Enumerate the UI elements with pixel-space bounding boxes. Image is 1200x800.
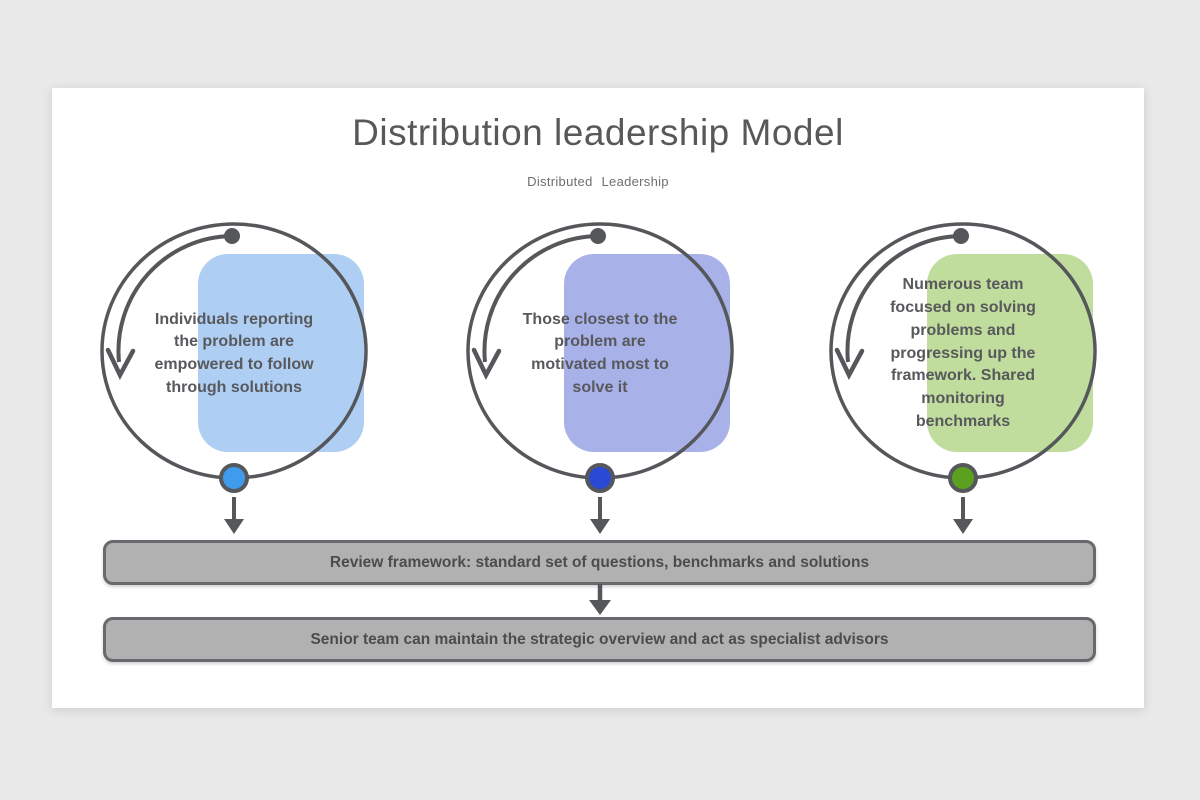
down-arrow-icon (953, 519, 973, 534)
stage-circle-graphic (100, 222, 368, 534)
cycle-arrowhead-icon (471, 347, 502, 380)
stage-marker-dot (585, 463, 615, 493)
stage-panel (927, 254, 1093, 452)
stage-description: Numerous team focused on solving problem… (890, 276, 1036, 430)
review-framework-bar: Review framework: standard set of questi… (103, 540, 1096, 585)
stage-panel (198, 254, 364, 452)
stage-circle-graphic (829, 222, 1097, 534)
stage-marker-dot (948, 463, 978, 493)
stage-panel (564, 254, 730, 452)
page-subtitle: Distributed Leadership (527, 174, 669, 189)
senior-team-label: Senior team can maintain the strategic o… (310, 630, 889, 648)
cycle-arrow-arc (482, 234, 599, 363)
down-arrow-icon (589, 584, 611, 615)
cycle-arrow-arc (116, 234, 233, 363)
stage-circle-graphic (466, 222, 734, 534)
stage-description: Individuals reporting the problem are em… (154, 310, 314, 396)
stage-numerous-teams: Numerous team focused on solving problem… (813, 214, 1113, 554)
slide-card: Distribution leadership Model Distribute… (52, 88, 1144, 708)
cycle-start-dot (590, 228, 606, 244)
cycle-start-dot (953, 228, 969, 244)
senior-team-bar: Senior team can maintain the strategic o… (103, 617, 1096, 662)
cycle-start-dot (224, 228, 240, 244)
down-arrowhead (589, 600, 611, 615)
stage-closest-to-problem: Those closest to the problem are motivat… (450, 214, 750, 554)
stage-marker-dot (219, 463, 249, 493)
cycle-arrowhead-icon (834, 347, 865, 380)
down-arrow-icon (590, 519, 610, 534)
down-arrow-icon (224, 519, 244, 534)
stage-description: Those closest to the problem are motivat… (522, 310, 678, 396)
page-title: Distribution leadership Model (352, 112, 844, 153)
stage-individuals-reporting: Individuals reporting the problem are em… (84, 214, 384, 554)
cycle-arrowhead-icon (105, 347, 136, 380)
review-framework-label: Review framework: standard set of questi… (329, 553, 870, 571)
cycle-arrow-arc (845, 234, 962, 363)
